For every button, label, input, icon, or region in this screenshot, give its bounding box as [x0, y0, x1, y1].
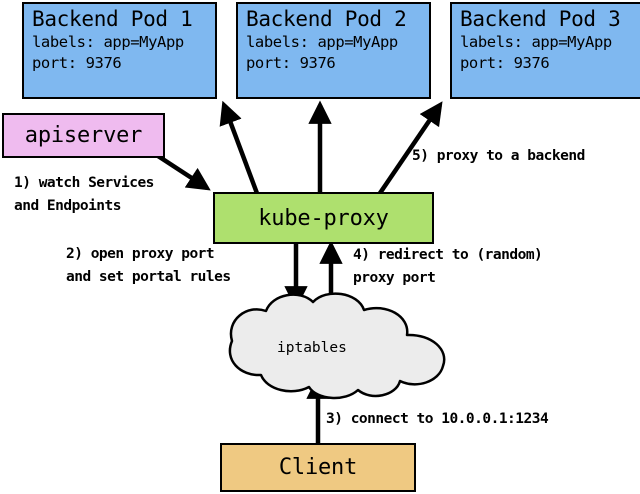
- backend-pod-1-box: Backend Pod 1 labels: app=MyApp port: 93…: [22, 2, 217, 99]
- apiserver-box: apiserver: [2, 113, 165, 158]
- annotation-step-2-line-1: 2) open proxy port: [66, 246, 215, 262]
- annotation-step-4-line-1: 4) redirect to (random): [353, 247, 543, 263]
- annotation-step-1-line-2: and Endpoints: [14, 198, 122, 214]
- kube-proxy-box: kube-proxy: [213, 192, 434, 244]
- apiserver-label: apiserver: [24, 123, 143, 148]
- backend-pod-3-labels: labels: app=MyApp: [460, 33, 612, 51]
- backend-pod-3-title: Backend Pod 3: [460, 7, 621, 31]
- backend-pod-3-port: port: 9376: [460, 54, 550, 72]
- backend-pod-3-box: Backend Pod 3 labels: app=MyApp port: 93…: [450, 2, 640, 99]
- annotation-step-3: 3) connect to 10.0.0.1:1234: [326, 411, 549, 427]
- backend-pod-1-port: port: 9376: [32, 54, 122, 72]
- annotation-step-1-line-1: 1) watch Services: [14, 175, 154, 191]
- client-label: Client: [278, 455, 358, 480]
- backend-pod-2-title: Backend Pod 2: [246, 7, 407, 31]
- client-box: Client: [220, 443, 416, 492]
- iptables-label: iptables: [277, 340, 347, 356]
- backend-pod-2-labels: labels: app=MyApp: [246, 33, 398, 51]
- arrow-kubeproxy-to-pod3: [376, 101, 443, 198]
- kube-proxy-label: kube-proxy: [258, 205, 389, 231]
- backend-pod-2-port: port: 9376: [246, 54, 336, 72]
- arrow-apiserver-to-kubeproxy: [156, 154, 211, 191]
- backend-pod-1-title: Backend Pod 1: [32, 7, 193, 31]
- annotation-step-4-line-2: proxy port: [353, 270, 436, 286]
- backend-pod-2-box: Backend Pod 2 labels: app=MyApp port: 93…: [236, 2, 431, 99]
- backend-pod-1-labels: labels: app=MyApp: [32, 33, 184, 51]
- annotation-step-5: 5) proxy to a backend: [412, 148, 585, 164]
- iptables-cloud: [228, 292, 446, 400]
- annotation-step-2-line-2: and set portal rules: [66, 269, 231, 285]
- arrow-kubeproxy-to-pod1: [219, 100, 261, 197]
